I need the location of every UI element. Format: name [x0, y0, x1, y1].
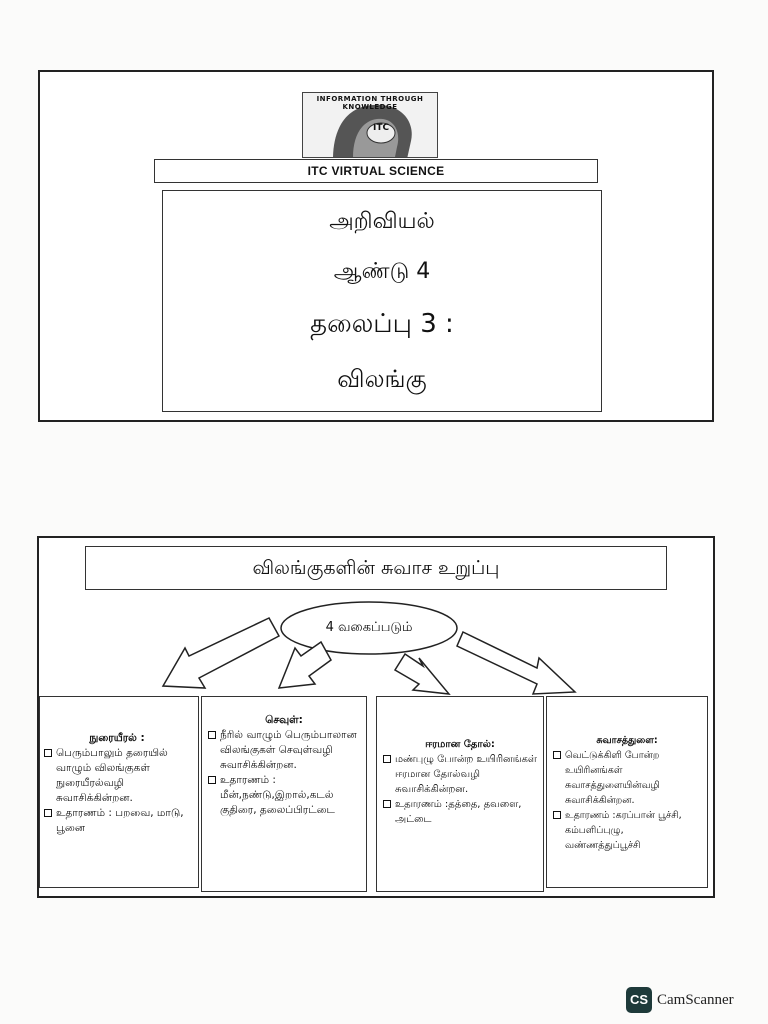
- card-heading: செவுள்:: [265, 714, 303, 726]
- checkbox-icon: [208, 731, 216, 739]
- checkbox-icon: [208, 776, 216, 784]
- camscanner-text: CamScanner: [657, 991, 734, 1008]
- list-item: வெட்டுக்கிளி போன்ற உயிரினங்கள் சுவாசத்து…: [553, 748, 701, 808]
- list-item: உதாரணம் :கரப்பான் பூச்சி, கம்பளிப்புழு, …: [553, 808, 701, 853]
- title-slide: INFORMATION THROUGH KNOWLEDGE ITC ITC VI…: [38, 70, 714, 422]
- title-box: அறிவியல் ஆண்டு 4 தலைப்பு 3 : விலங்கு: [162, 190, 602, 412]
- card-moist-skin: ஈரமான தோல்: மண்புழு போன்ற உயிரினங்கள் ஈர…: [376, 696, 544, 892]
- checkbox-icon: [383, 755, 391, 763]
- list-item: நீரில் வாழும் பெரும்பாலான விலங்குகள் செவ…: [208, 728, 360, 773]
- list-item: உதாரணம் : பறவை, மாடு, பூனை: [44, 806, 190, 836]
- arrow-to-gills-icon: [277, 640, 332, 689]
- year-title: ஆண்டு 4: [333, 259, 431, 284]
- diagram-arrows: [161, 601, 577, 695]
- card-heading: சுவாசத்துளை:: [596, 735, 658, 746]
- checkbox-icon: [383, 800, 391, 808]
- topic-title: விலங்கு: [337, 365, 427, 393]
- card-gills: செவுள்: நீரில் வாழும் பெரும்பாலான விலங்க…: [201, 696, 367, 892]
- types-count-label: 4 வகைப்படும்: [325, 620, 413, 635]
- arrow-to-spiracles-icon: [456, 630, 577, 695]
- subject-title: அறிவியல்: [329, 209, 435, 234]
- list-item: உதாரணம் : மீன்,நண்டு,இறால்,கடல் குதிரை, …: [208, 773, 360, 818]
- checkbox-icon: [44, 809, 52, 817]
- card-spiracles: சுவாசத்துளை: வெட்டுக்கிளி போன்ற உயிரினங்…: [546, 696, 708, 888]
- list-item: மண்புழு போன்ற உயிரினங்கள் ஈரமான தோல்வழி …: [383, 752, 537, 797]
- itc-logo: INFORMATION THROUGH KNOWLEDGE ITC: [302, 92, 438, 158]
- camscanner-watermark: CS CamScanner: [626, 986, 734, 1014]
- center-ellipse: [280, 601, 458, 655]
- card-lungs: நுரையீரல் : பெரும்பாலும் தரையில் வாழும் …: [39, 696, 199, 888]
- slide-header: விலங்குகளின் சுவாச உறுப்பு: [85, 546, 667, 590]
- list-item: உதாரணம் :தத்தை, தவளை, அட்டை: [383, 797, 537, 827]
- checkbox-icon: [553, 811, 561, 819]
- head-silhouette-icon: [333, 104, 412, 157]
- arrow-to-skin-icon: [393, 652, 451, 695]
- checkbox-icon: [44, 749, 52, 757]
- arrow-to-lungs-icon: [161, 617, 281, 689]
- card-heading: நுரையீரல் :: [89, 732, 145, 744]
- camscanner-logo-icon: CS: [626, 987, 652, 1013]
- virtual-science-banner: ITC VIRTUAL SCIENCE: [154, 159, 598, 183]
- topic-number: தலைப்பு 3 :: [310, 309, 454, 339]
- card-heading: ஈரமான தோல்:: [425, 739, 495, 750]
- list-item: பெரும்பாலும் தரையில் வாழும் விலங்குகள் ந…: [44, 746, 190, 806]
- checkbox-icon: [553, 751, 561, 759]
- logo-mark: ITC: [373, 123, 390, 133]
- respiratory-organs-slide: விலங்குகளின் சுவாச உறுப்பு 4 வகைப்படும் …: [37, 536, 715, 898]
- logo-arc-text: INFORMATION THROUGH KNOWLEDGE: [316, 95, 424, 111]
